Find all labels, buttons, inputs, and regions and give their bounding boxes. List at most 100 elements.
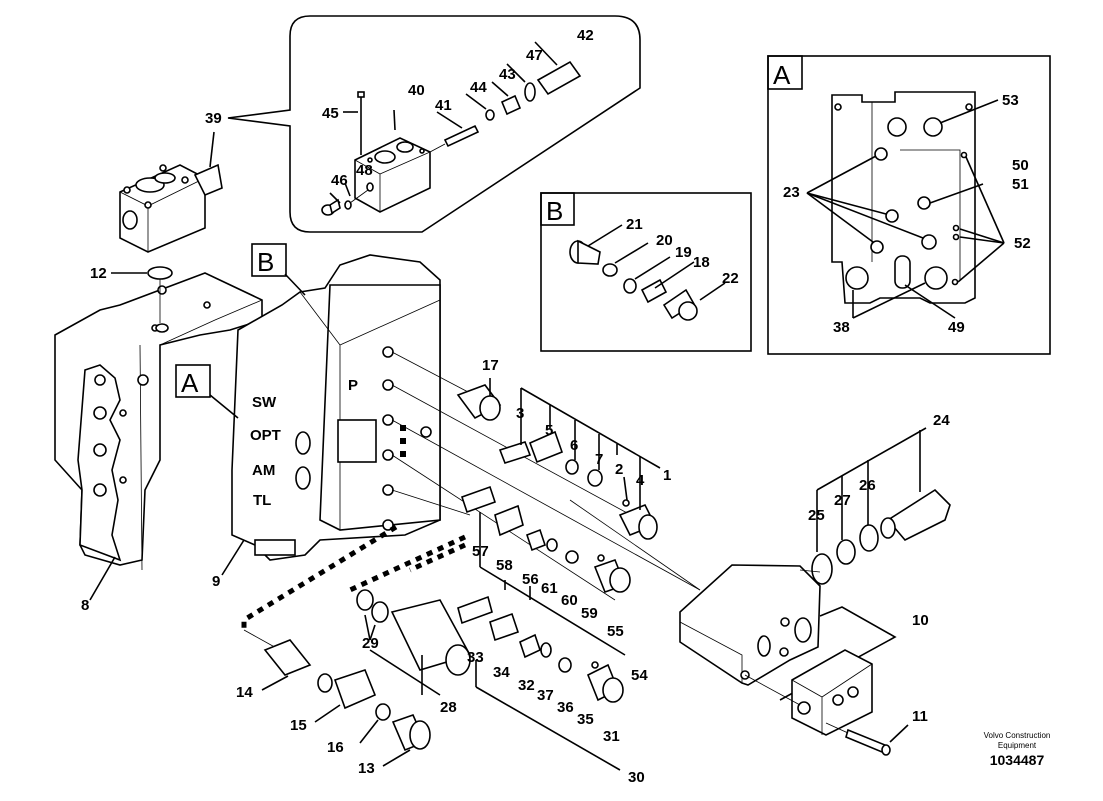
footer-company-line1: Volvo Construction	[984, 731, 1051, 740]
port-marking-tl: TL	[253, 492, 271, 509]
dashed-guide-1	[241, 524, 398, 630]
part-46-plug	[321, 182, 369, 216]
dashed-guide-3	[408, 542, 467, 573]
label-34: 34	[493, 664, 510, 681]
label-20: 20	[656, 232, 673, 249]
dashed-guide-2	[348, 534, 467, 593]
part-39-valve-assembly	[119, 131, 223, 253]
label-58: 58	[496, 557, 513, 574]
label-51: 51	[1012, 176, 1029, 193]
detail-box-A: A	[767, 55, 1051, 355]
label-15: 15	[290, 717, 307, 734]
part-24-cartridge	[816, 427, 951, 541]
label-57: 57	[472, 543, 489, 560]
label-60: 60	[561, 592, 578, 609]
label-9: 9	[212, 573, 220, 590]
label-54: 54	[631, 667, 648, 684]
part-11-bolt	[825, 722, 909, 756]
part-42-plug	[534, 41, 582, 96]
label-2: 2	[615, 461, 623, 478]
detail-box-letter-B: B	[546, 196, 563, 226]
label-12: 12	[90, 265, 107, 282]
footer: Volvo Construction Equipment 1034487	[984, 731, 1051, 768]
label-52: 52	[1014, 235, 1031, 252]
part-47-o-ring	[506, 63, 536, 102]
label-45: 45	[322, 105, 339, 122]
label-38: 38	[833, 319, 850, 336]
detail-bubble-39	[227, 15, 641, 233]
label-50: 50	[1012, 157, 1029, 174]
label-48: 48	[356, 162, 373, 179]
label-55: 55	[607, 623, 624, 640]
label-7: 7	[595, 451, 603, 468]
spool-group-1	[498, 387, 661, 540]
label-35: 35	[577, 711, 594, 728]
part-40-block	[354, 109, 431, 213]
part-labels: 42 47 43 44 40 41 45 39 48 46 53 50 51 2…	[81, 27, 1031, 786]
label-16: 16	[327, 739, 344, 756]
part-26-o-ring	[859, 460, 879, 552]
callout-letter-A: A	[181, 368, 199, 398]
label-10: 10	[912, 612, 929, 629]
label-6: 6	[570, 437, 578, 454]
part-12-o-ring	[111, 266, 173, 323]
part-45-bolt	[343, 91, 365, 155]
label-31: 31	[603, 728, 620, 745]
spool-group-54	[460, 485, 631, 656]
part-17-plug	[456, 378, 502, 421]
label-14: 14	[236, 684, 253, 701]
part-43-spring	[491, 81, 522, 116]
part-15-spring	[314, 669, 377, 723]
port-marking-sw: SW	[252, 394, 277, 411]
label-8: 8	[81, 597, 89, 614]
label-18: 18	[693, 254, 710, 271]
footer-company-line2: Equipment	[998, 741, 1037, 750]
label-19: 19	[675, 244, 692, 261]
label-28: 28	[440, 699, 457, 716]
callout-A: A	[175, 364, 239, 419]
part-14-spool	[261, 639, 333, 693]
part-9-valve-body: SW OPT AM TL P	[221, 254, 441, 576]
label-21: 21	[626, 216, 643, 233]
label-13: 13	[358, 760, 375, 777]
label-24: 24	[933, 412, 950, 429]
port-marking-am: AM	[252, 462, 275, 479]
label-39: 39	[205, 110, 222, 127]
label-11: 11	[912, 708, 928, 725]
label-41: 41	[435, 97, 452, 114]
label-53: 53	[1002, 92, 1019, 109]
part-29-o-rings	[356, 589, 389, 641]
label-23: 23	[783, 184, 800, 201]
part-13-plug	[382, 714, 431, 767]
label-42: 42	[577, 27, 594, 44]
label-32: 32	[518, 677, 535, 694]
label-43: 43	[499, 66, 516, 83]
label-59: 59	[581, 605, 598, 622]
label-26: 26	[859, 477, 876, 494]
label-22: 22	[722, 270, 739, 287]
drawing-number: 1034487	[990, 752, 1045, 768]
label-29: 29	[362, 635, 379, 652]
callout-B: B	[251, 243, 306, 296]
part-44-washer	[465, 93, 495, 121]
label-61: 61	[541, 580, 558, 597]
part-8-valve-section	[54, 272, 263, 601]
part-27-washer	[836, 476, 856, 565]
label-46: 46	[331, 172, 348, 189]
label-27: 27	[834, 492, 851, 509]
part-10-plate	[744, 649, 873, 736]
label-33: 33	[467, 649, 484, 666]
callout-letter-B: B	[257, 247, 274, 277]
label-5: 5	[545, 422, 553, 439]
part-16-o-ring	[359, 703, 391, 744]
label-36: 36	[557, 699, 574, 716]
label-4: 4	[636, 472, 645, 489]
label-1: 1	[663, 467, 671, 484]
part-41-spool	[429, 111, 480, 153]
detail-box-B: B	[540, 192, 752, 352]
part-28-sleeve	[369, 599, 472, 696]
label-30: 30	[628, 769, 645, 786]
label-40: 40	[408, 82, 425, 99]
label-49: 49	[948, 319, 965, 336]
